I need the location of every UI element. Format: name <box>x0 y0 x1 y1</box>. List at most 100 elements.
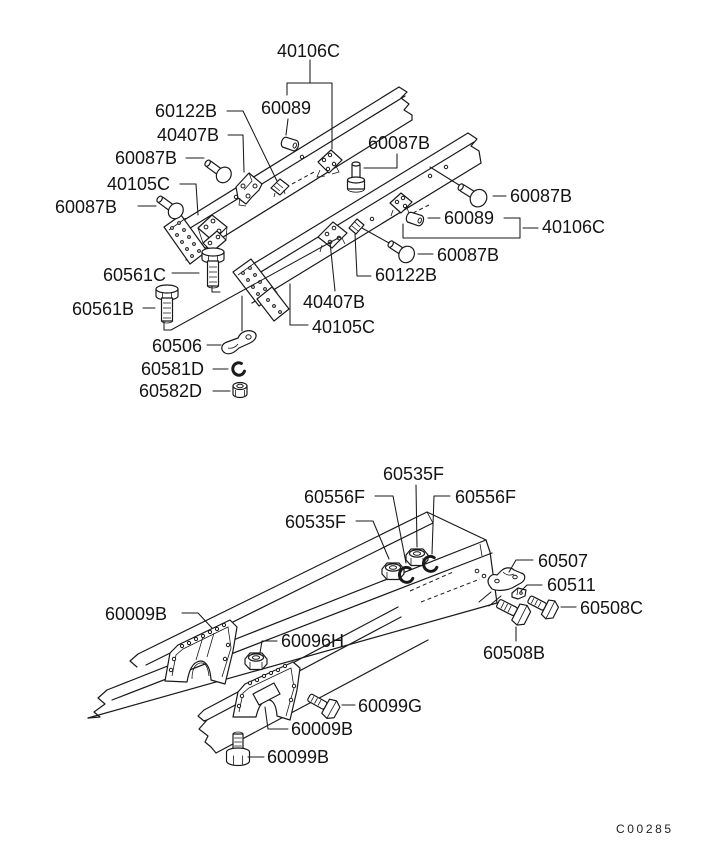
frame-left-cut-lower <box>87 689 108 719</box>
label-60511[interactable]: 60511 <box>547 575 596 595</box>
label-40407b-top[interactable]: 40407B <box>157 125 219 145</box>
leader-lines <box>137 59 577 758</box>
label-60009b-left[interactable]: 60009B <box>105 604 167 624</box>
clamp-40106c-center <box>316 149 343 178</box>
rivet-60087b-mid <box>346 161 366 193</box>
label-60507[interactable]: 60507 <box>538 551 588 571</box>
lower-assembly <box>87 511 560 767</box>
label-60506[interactable]: 60506 <box>152 336 202 356</box>
label-60089-right[interactable]: 60089 <box>444 208 494 228</box>
clamp-60507 <box>487 567 526 591</box>
bushing-60089-right <box>405 211 425 227</box>
hidden-slot-edge <box>409 571 454 592</box>
label-60556f-left[interactable]: 60556F <box>304 487 365 507</box>
label-60561b[interactable]: 60561B <box>72 299 134 319</box>
label-60508b[interactable]: 60508B <box>483 643 545 663</box>
label-60535f-left[interactable]: 60535F <box>285 512 346 532</box>
clip-60122b-upper <box>270 178 290 198</box>
label-40407b-bottom[interactable]: 40407B <box>303 292 365 312</box>
label-60561c[interactable]: 60561C <box>103 265 166 285</box>
leader-60087b-mid <box>363 153 398 169</box>
leader-40106c-right <box>402 217 521 239</box>
clip-60556f-right <box>422 554 439 573</box>
frame-rail-lower <box>232 132 482 322</box>
leader-60561b <box>170 236 341 331</box>
leader-60507 <box>508 559 534 573</box>
rail-bottom-edge <box>185 119 413 261</box>
label-40105c-top[interactable]: 40105C <box>107 174 170 194</box>
leader-40105c-bottom <box>289 283 309 326</box>
label-60087b-left[interactable]: 60087B <box>55 197 117 217</box>
leader-60556f-left <box>374 495 407 564</box>
leader-60122b-bottom <box>354 233 372 277</box>
label-60556f-right[interactable]: 60556F <box>455 487 516 507</box>
rail-flange-edge <box>245 141 475 282</box>
hidden-slot-edge <box>420 578 481 603</box>
label-60582d[interactable]: 60582D <box>139 381 202 401</box>
leader-60535f-left <box>355 520 390 560</box>
leader-60507 <box>478 591 492 603</box>
bracket-40407b-upper <box>235 172 263 207</box>
label-60508c[interactable]: 60508C <box>580 598 643 618</box>
rail-top-edge <box>167 86 400 231</box>
member-top-edge <box>203 606 399 711</box>
label-40105c-bottom[interactable]: 40105C <box>312 317 375 337</box>
collar-60582d <box>232 381 248 399</box>
label-60087b-right-1[interactable]: 60087B <box>510 186 572 206</box>
rivet-60087b-left <box>156 195 184 220</box>
label-60535f-top[interactable]: 60535F <box>383 464 444 484</box>
leader-60535f-top <box>415 484 418 548</box>
hidden-edge <box>291 170 317 185</box>
leader-40106c-top <box>286 82 333 150</box>
clip-60511 <box>511 587 527 600</box>
leader-60556f-right <box>431 495 451 555</box>
bolt-60508b <box>496 599 532 626</box>
label-60122b-bottom[interactable]: 60122B <box>375 265 437 285</box>
bolt-60099g <box>307 693 341 719</box>
leader-60087b-right-2 <box>361 227 390 244</box>
label-40106c-right[interactable]: 40106C <box>542 217 605 237</box>
bolt-60099b <box>225 731 251 767</box>
leader-60561b <box>163 321 172 331</box>
label-60087b-mid[interactable]: 60087B <box>368 133 430 153</box>
label-60087b-right-2[interactable]: 60087B <box>437 245 499 265</box>
leader-60511 <box>520 584 543 592</box>
label-60581d[interactable]: 60581D <box>141 359 204 379</box>
leader-60561c <box>211 285 221 293</box>
rail-flange-edge <box>173 95 406 239</box>
label-60122b-top[interactable]: 60122B <box>155 101 217 121</box>
bolt-60561b <box>155 284 179 324</box>
leader-60087b-right-1 <box>429 166 460 186</box>
bolt-60508c <box>527 595 560 620</box>
rivet-60087b-top-left <box>204 159 232 184</box>
bushing-60089-upper <box>280 136 300 152</box>
label-60096h[interactable]: 60096H <box>281 631 344 651</box>
nut-60096h <box>244 652 268 671</box>
label-60099b[interactable]: 60099B <box>267 747 329 767</box>
rivet-60087b-right-1 <box>457 183 488 208</box>
frame-left-cut <box>129 653 139 668</box>
bracket-40106c-right <box>389 192 413 217</box>
leader-60122b-top <box>226 110 278 182</box>
label-60099g[interactable]: 60099G <box>358 696 422 716</box>
gusset-60009b-right <box>232 661 301 721</box>
part-number-labels: 40106C 60089 60122B 40407B 60087B 40105C 60087… <box>55 41 674 836</box>
label-drawing-code[interactable]: C00285 <box>616 822 674 836</box>
rivet-60087b-right-2 <box>387 240 416 264</box>
bracket-40105c-upper <box>197 214 228 253</box>
label-60089-top[interactable]: 60089 <box>261 98 311 118</box>
label-60087b-top-left[interactable]: 60087B <box>115 148 177 168</box>
clip-60122b-lower <box>348 218 365 235</box>
member-cut <box>197 709 217 754</box>
leader-60009b-left <box>181 612 213 629</box>
label-60009b-bottom[interactable]: 60009B <box>291 719 353 739</box>
hidden-edge <box>412 204 430 214</box>
gusset-60009b-left <box>164 619 238 685</box>
frame-end-top <box>426 511 487 541</box>
leader-40407b-bottom <box>329 241 336 292</box>
leader-60089-top <box>285 118 289 136</box>
label-40106c-top[interactable]: 40106C <box>277 41 340 61</box>
hook-60506 <box>221 330 257 355</box>
rail-end-section <box>398 86 413 121</box>
